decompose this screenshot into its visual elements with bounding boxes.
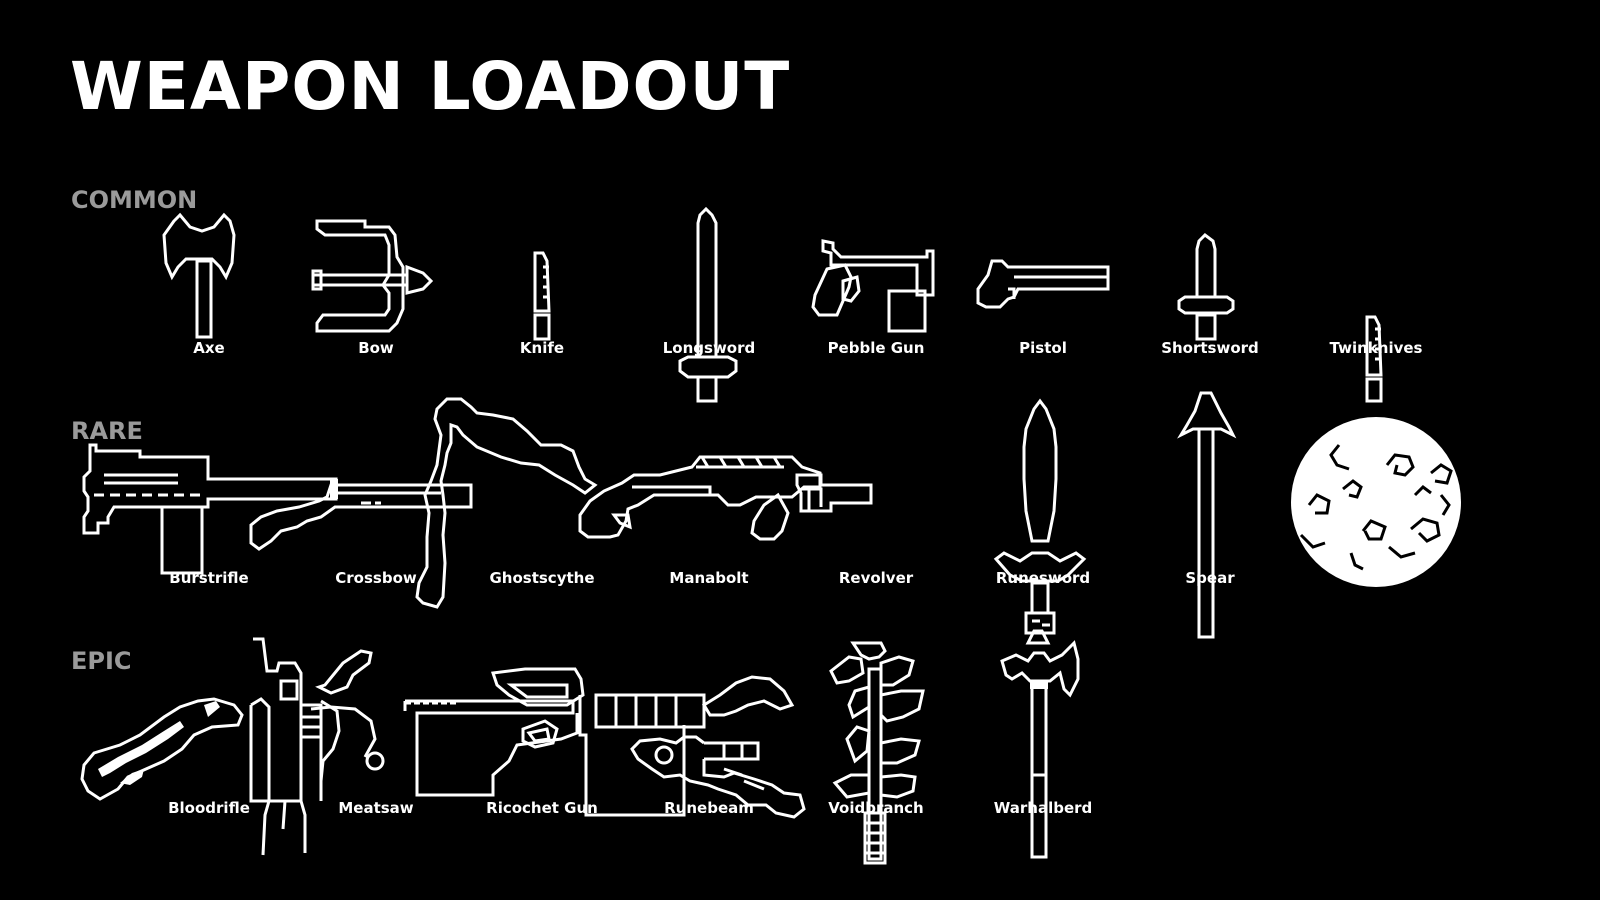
- page-title: WEAPON LOADOUT: [70, 48, 791, 125]
- weapon-name: Manabolt: [669, 569, 749, 587]
- weapon-slot-meatsaw[interactable]: Meatsaw: [249, 637, 461, 895]
- weapon-name: Spear: [1185, 569, 1235, 587]
- weapon-name: Ghostscythe: [489, 569, 595, 587]
- weapon-name: Runebeam: [664, 799, 754, 817]
- pebble-gun-icon: [811, 239, 935, 333]
- weapon-name: Shortsword: [1161, 339, 1259, 357]
- weapon-name: Meatsaw: [338, 799, 414, 817]
- weapon-slot-warhalberd[interactable]: Warhalberd: [958, 629, 1128, 895]
- weapon-name: Knife: [519, 339, 565, 357]
- weapon-name: Ricochet Gun: [486, 799, 598, 817]
- weapon-slot-ricochet-gun[interactable]: Ricochet Gun: [403, 665, 627, 895]
- weapon-name: Warhalberd: [993, 799, 1093, 817]
- weapon-slot-manabolt[interactable]: Manabolt: [578, 435, 822, 665]
- spear-icon: [1177, 391, 1237, 639]
- tier-row-rare: Burstrifle Crossbow Ghostscythe Manabolt: [0, 391, 1600, 665]
- weapon-name: Axe: [193, 339, 225, 357]
- weapon-name: Twinknives: [1329, 339, 1423, 357]
- bloodrifle-icon: [80, 697, 244, 801]
- weapon-slot-axe[interactable]: Axe: [124, 205, 294, 435]
- weapon-slot-runesword[interactable]: Runesword: [958, 398, 1128, 665]
- weapon-name: Revolver: [838, 569, 914, 587]
- runebeam-icon: [578, 675, 806, 819]
- weapon-slot-pistol[interactable]: Pistol: [958, 205, 1128, 435]
- crossbow-icon: [249, 483, 473, 551]
- weapon-slot-bow[interactable]: Bow: [291, 205, 461, 435]
- weapon-slot-ghostscythe[interactable]: Ghostscythe: [415, 397, 627, 665]
- weapon-slot-longsword[interactable]: Longsword: [624, 205, 794, 435]
- weapon-name: Longsword: [662, 339, 756, 357]
- weapon-slot-twinknives[interactable]: Twinknives: [1291, 205, 1461, 435]
- weapon-slot-crossbow[interactable]: Crossbow: [249, 435, 473, 665]
- pistol-icon: [976, 259, 1110, 309]
- weapon-name: Bloodrifle: [168, 799, 250, 817]
- shortsword-icon: [1177, 233, 1235, 341]
- weapon-name: Crossbow: [335, 569, 417, 587]
- weapon-name: Voidbranch: [828, 799, 924, 817]
- ricochet-gun-icon: [403, 667, 585, 797]
- weapon-slot-runebeam[interactable]: Runebeam: [578, 665, 806, 895]
- weapon-slot-revolver[interactable]: Revolver: [791, 435, 961, 665]
- weapon-name: Wand: [1352, 569, 1400, 587]
- voidbranch-icon: [829, 641, 925, 865]
- wand-orb-icon: [1291, 417, 1461, 587]
- longsword-icon: [678, 206, 738, 403]
- ghostscythe-icon: [415, 397, 598, 609]
- weapon-slot-spear[interactable]: Spear: [1125, 391, 1295, 665]
- weapon-slot-bloodrifle[interactable]: Bloodrifle: [80, 665, 294, 895]
- tier-row-common: Axe Bow Knife Longsword: [0, 205, 1600, 435]
- manabolt-icon: [578, 455, 822, 541]
- weapon-slot-pebble-gun[interactable]: Pebble Gun: [791, 205, 961, 435]
- weapon-slot-shortsword[interactable]: Shortsword: [1125, 205, 1295, 435]
- meatsaw-icon: [249, 637, 385, 856]
- weapon-name: Pebble Gun: [827, 339, 925, 357]
- weapon-slot-voidbranch[interactable]: Voidbranch: [791, 641, 961, 895]
- runesword-icon: [993, 398, 1087, 635]
- weapon-name: Bow: [358, 339, 394, 357]
- axe-icon: [162, 212, 236, 339]
- weapon-slot-knife[interactable]: Knife: [457, 205, 627, 435]
- warhalberd-icon: [1000, 629, 1080, 859]
- tier-row-epic: Bloodrifle Meatsaw Ricochet Gun: [0, 629, 1600, 895]
- tier-label-common: COMMON: [71, 186, 198, 214]
- knife-icon: [533, 251, 551, 341]
- weapon-name: Pistol: [1019, 339, 1067, 357]
- bow-icon: [311, 219, 434, 333]
- weapon-name: Burstrifle: [169, 569, 249, 587]
- twinknives-icon: [1365, 315, 1383, 403]
- tier-label-rare: RARE: [71, 417, 143, 445]
- weapon-name: Runesword: [995, 569, 1091, 587]
- tier-label-epic: EPIC: [71, 647, 132, 675]
- weapon-slot-wand[interactable]: Wand: [1291, 417, 1461, 665]
- weapon-slot-burstrifle[interactable]: Burstrifle: [82, 435, 338, 665]
- revolver-icon: [795, 473, 873, 513]
- burstrifle-icon: [82, 443, 338, 575]
